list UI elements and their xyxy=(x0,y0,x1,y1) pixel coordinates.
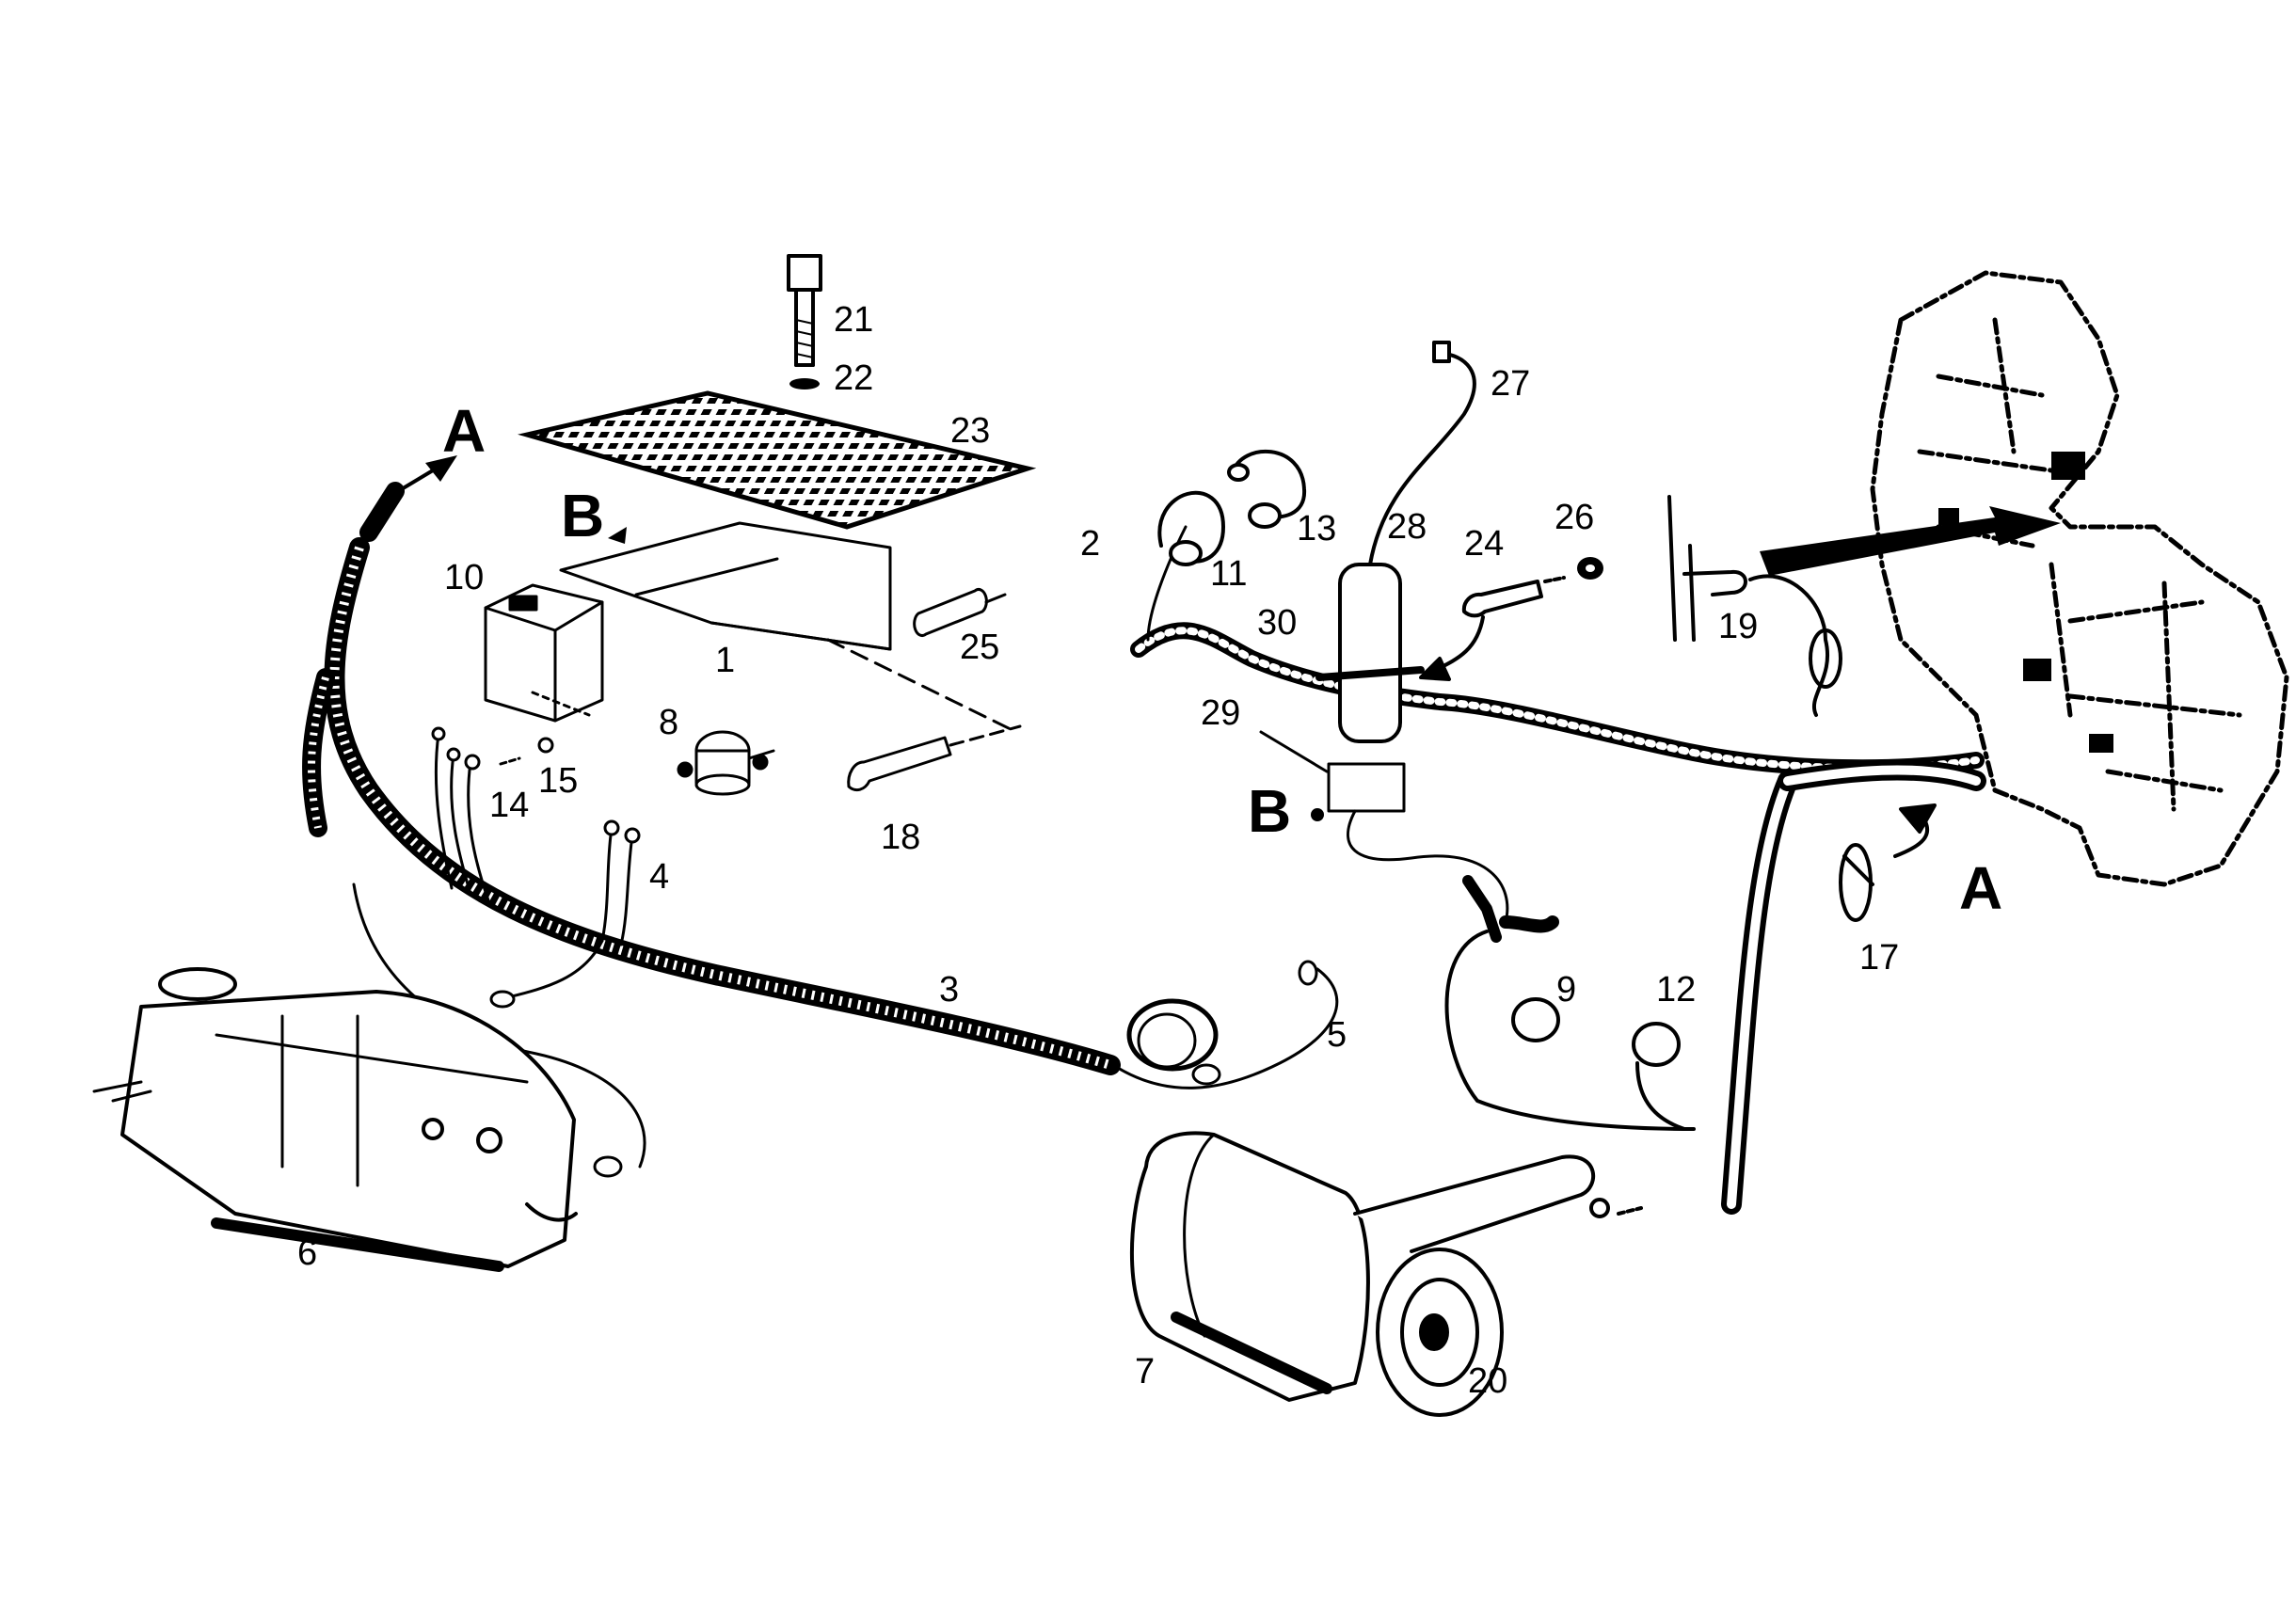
horn-13 xyxy=(1227,449,1307,529)
callout-13: 13 xyxy=(1297,509,1336,549)
washer-26 xyxy=(1577,557,1603,580)
callout-21: 21 xyxy=(834,300,873,340)
callout-14: 14 xyxy=(489,786,529,825)
bracket-1 xyxy=(559,521,1018,734)
callout-23: 23 xyxy=(950,411,990,451)
label-b-mid: B xyxy=(1248,777,1291,845)
callout-24: 24 xyxy=(1464,524,1504,564)
callout-3: 3 xyxy=(939,970,959,1010)
screw-18 xyxy=(847,724,1022,792)
wires-14-15 xyxy=(431,726,554,905)
callout-5: 5 xyxy=(1327,1015,1347,1055)
big-arrow xyxy=(1760,506,2061,576)
callout-28: 28 xyxy=(1387,507,1427,547)
callout-4: 4 xyxy=(649,857,669,897)
label-a-right: A xyxy=(1959,854,2002,922)
coil-28 xyxy=(1315,341,1476,743)
callout-8: 8 xyxy=(659,703,678,742)
screw-24 xyxy=(1461,576,1566,618)
bolt-21 xyxy=(787,254,822,367)
label-b-top: B xyxy=(561,482,604,549)
clip-17 xyxy=(1839,803,1937,922)
sensor-12 xyxy=(1632,1022,1686,1131)
callout-25: 25 xyxy=(960,628,999,667)
callout-7: 7 xyxy=(1135,1352,1155,1391)
callout-19: 19 xyxy=(1718,607,1758,646)
wire-to-starter xyxy=(352,883,646,1178)
sensor-9 xyxy=(1444,930,1696,1131)
callout-10: 10 xyxy=(444,558,484,597)
callout-12: 12 xyxy=(1656,970,1696,1010)
callout-30: 30 xyxy=(1257,603,1297,643)
harness-right xyxy=(1130,525,1986,1215)
b-marker-arrow xyxy=(608,527,1324,821)
horn-11 xyxy=(1157,490,1225,566)
starter-motor-6 xyxy=(92,967,578,1272)
callout-15: 15 xyxy=(538,761,578,801)
callout-1: 1 xyxy=(715,641,735,680)
callout-9: 9 xyxy=(1556,970,1576,1010)
callout-29: 29 xyxy=(1201,693,1240,733)
bracket-29 xyxy=(1259,730,1559,943)
callout-11: 11 xyxy=(1210,554,1247,594)
callout-18: 18 xyxy=(881,818,920,857)
relay-10 xyxy=(484,583,604,723)
callout-17: 17 xyxy=(1859,938,1899,978)
washer-22 xyxy=(789,378,820,390)
engine-detail xyxy=(1938,452,2113,753)
switch-19 xyxy=(1667,495,1842,717)
callout-22: 22 xyxy=(834,358,873,398)
arrow-to-28 xyxy=(1419,615,1485,681)
pulley-20 xyxy=(1376,1248,1504,1417)
wires-4 xyxy=(489,819,641,1009)
callout-6: 6 xyxy=(297,1233,317,1273)
callout-26: 26 xyxy=(1555,498,1594,537)
solenoid-8 xyxy=(677,730,775,796)
harness-3 xyxy=(302,482,1121,1075)
arrow-to-a xyxy=(384,455,457,501)
bush-25 xyxy=(913,587,1007,638)
alternator-7 xyxy=(1129,1131,1643,1402)
callout-2: 2 xyxy=(1080,524,1100,564)
callout-20: 20 xyxy=(1468,1361,1507,1401)
callout-27: 27 xyxy=(1491,364,1530,404)
label-a-top: A xyxy=(442,397,486,465)
wire-5 xyxy=(1108,960,1339,1089)
engine-block xyxy=(1870,270,2289,887)
grille-23 xyxy=(518,390,1037,530)
